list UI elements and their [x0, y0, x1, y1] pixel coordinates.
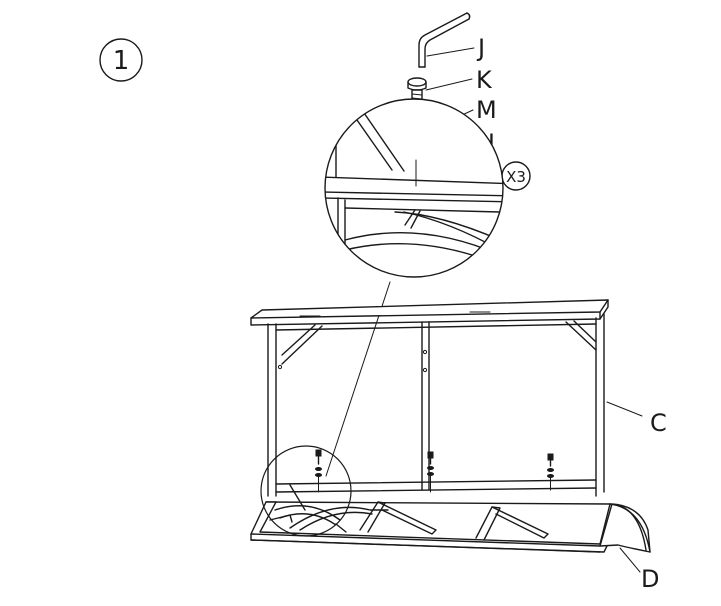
quantity-callout: X3 — [501, 161, 531, 191]
detail-locator-circle — [260, 445, 352, 537]
quantity-label: X3 — [506, 168, 526, 186]
detail-view — [324, 98, 504, 278]
step-number: 1 — [113, 46, 130, 76]
step-circle — [99, 38, 143, 82]
bolt-set-middle — [427, 451, 434, 493]
label-j: J — [476, 34, 485, 62]
label-m: M — [476, 96, 497, 124]
label-c: C — [650, 409, 667, 437]
base-d — [250, 501, 651, 553]
bolt-set-left — [315, 449, 322, 493]
hex-key-j — [418, 12, 471, 68]
bolt-set-right — [547, 453, 554, 491]
label-k: K — [476, 66, 493, 94]
step-marker: 1 — [99, 38, 143, 82]
label-d: D — [641, 565, 659, 593]
frame-c — [250, 299, 609, 497]
